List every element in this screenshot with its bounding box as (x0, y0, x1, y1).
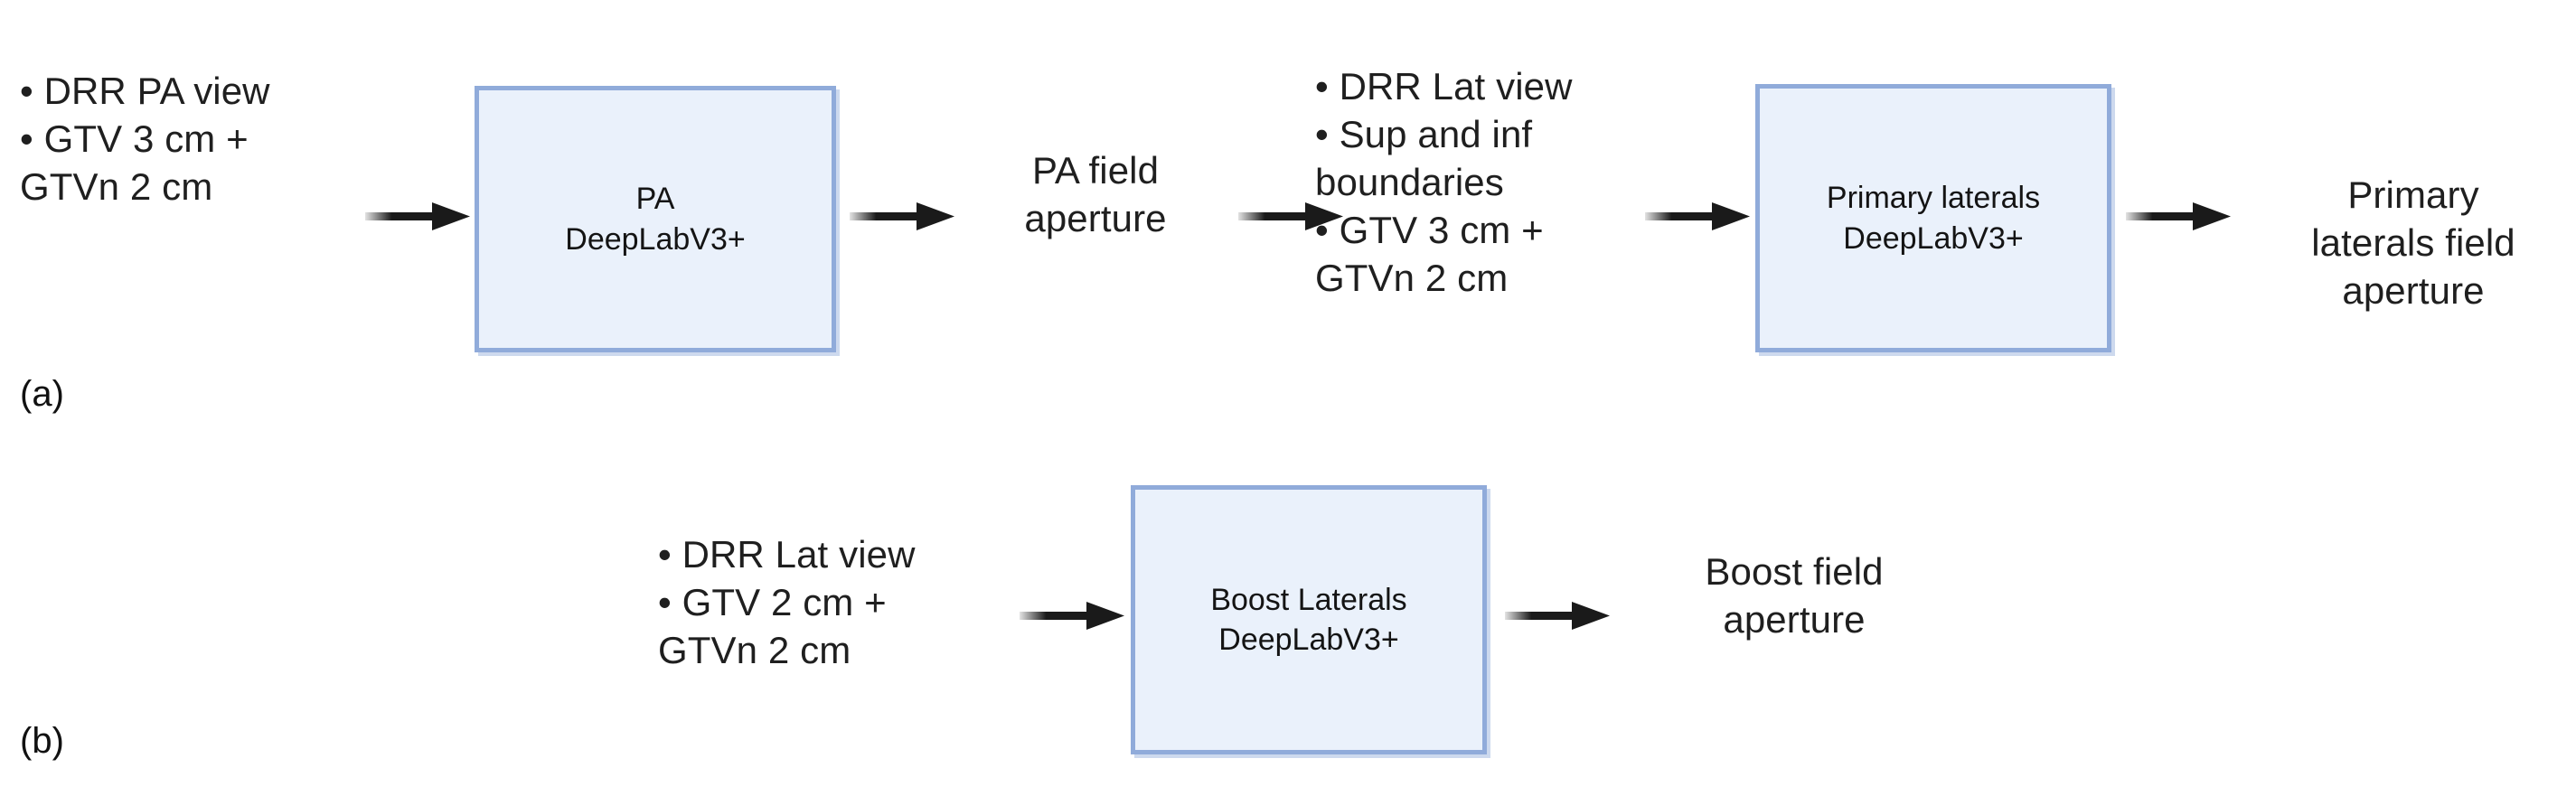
input-pa-text: • DRR PA view • GTV 3 cm + GTVn 2 cm (20, 70, 270, 208)
arrow-right-icon-5 (2126, 197, 2233, 237)
process-box-boost-laterals-label: Boost Laterals DeepLabV3+ (1210, 582, 1407, 657)
input-lat-text: • DRR Lat view • Sup and inf boundaries … (1315, 65, 1573, 299)
arrow-right-icon-7 (1505, 596, 1612, 636)
process-box-pa-label: PA DeepLabV3+ (565, 182, 746, 257)
output-primary-laterals-text: Primary laterals field aperture (2311, 173, 2515, 312)
process-box-primary-laterals-deeplabv3[interactable]: Primary laterals DeepLabV3+ (1755, 84, 2111, 352)
panel-label-a: (a) (20, 374, 64, 414)
panel-label-b: (b) (20, 721, 64, 761)
output-boost-text: Boost field aperture (1705, 550, 1884, 641)
process-box-boost-laterals-deeplabv3[interactable]: Boost Laterals DeepLabV3+ (1131, 485, 1487, 754)
arrow-right-icon-4 (1645, 197, 1752, 237)
arrow-right-icon-2 (850, 197, 956, 237)
process-box-primary-laterals-label: Primary laterals DeepLabV3+ (1826, 181, 2041, 256)
arrow-right-icon-1 (365, 197, 472, 237)
arrow-right-icon-3 (1238, 197, 1345, 237)
input-boost-text: • DRR Lat view • GTV 2 cm + GTVn 2 cm (658, 533, 916, 671)
arrow-right-icon-6 (1020, 596, 1126, 636)
output-pa-text: PA field aperture (1024, 149, 1167, 239)
process-box-pa-deeplabv3[interactable]: PA DeepLabV3+ (475, 86, 836, 352)
